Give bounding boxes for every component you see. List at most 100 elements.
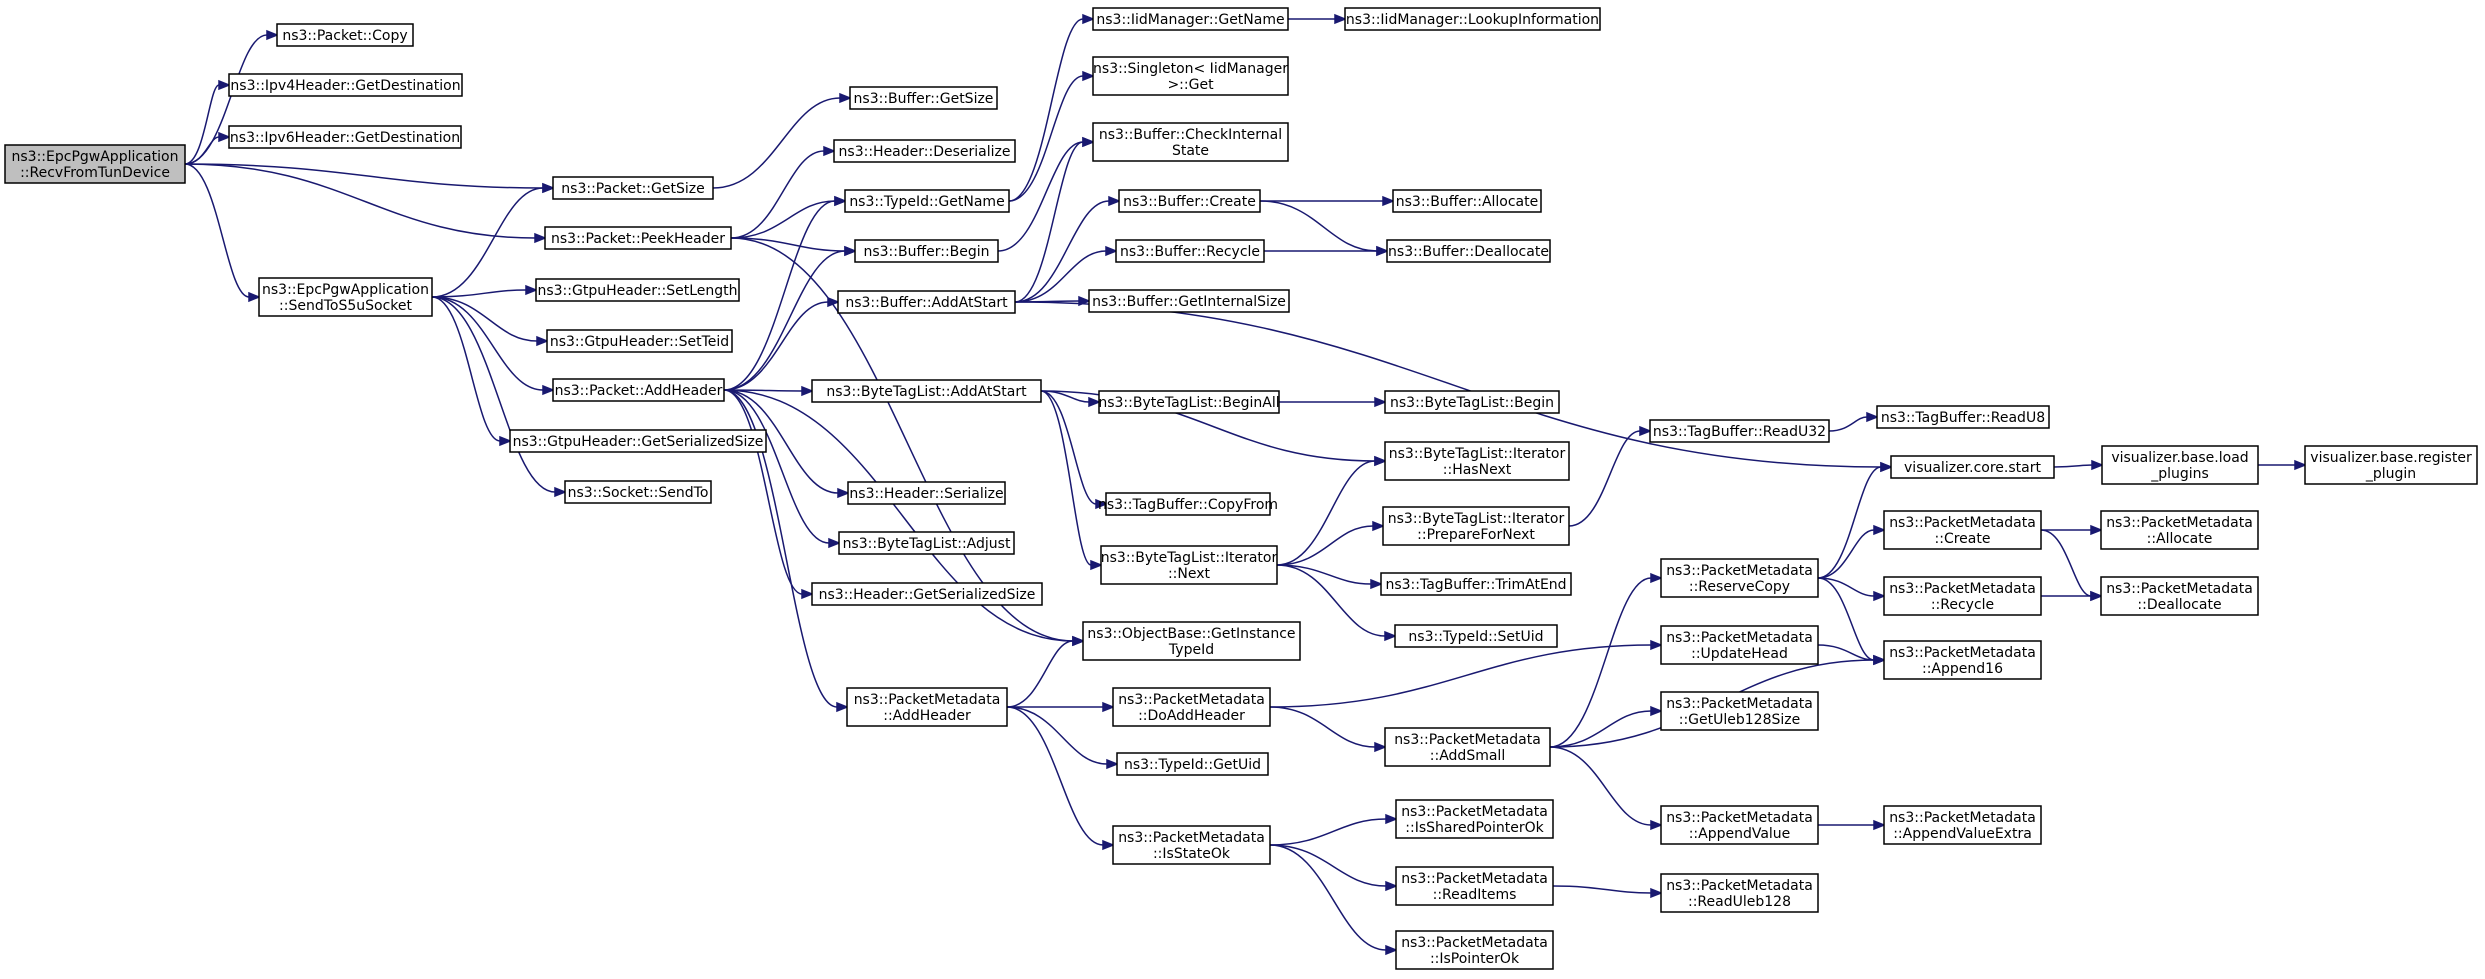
node-ns3-packetmetadata-ispointerok[interactable]: ns3::PacketMetadata::IsPointerOk (1395, 930, 1554, 970)
node-ns3-tagbuffer-trimatend[interactable]: ns3::TagBuffer::TrimAtEnd (1380, 572, 1572, 596)
edge-line (1269, 844, 1387, 951)
node-ns3-buffer-recycle[interactable]: ns3::Buffer::Recycle (1115, 239, 1265, 263)
edge-n22-to-n35 (1040, 390, 1109, 510)
node-box (1384, 727, 1551, 767)
node-box (1876, 405, 2050, 429)
node-ns3-packet-copy[interactable]: ns3::Packet::Copy (276, 23, 414, 47)
node-box (844, 189, 1010, 213)
node-ns3-bytetaglist-beginall[interactable]: ns3::ByteTagList::BeginAll (1098, 390, 1280, 414)
node-ns3-iidmanager-lookupinformation[interactable]: ns3::IidManager::LookupInformation (1344, 7, 1601, 31)
edge-arrowhead (1105, 245, 1119, 257)
node-ns3-packetmetadata-deallocate[interactable]: ns3::PacketMetadata::Deallocate (2100, 576, 2259, 616)
node-ns3-packet-getsize[interactable]: ns3::Packet::GetSize (552, 176, 714, 200)
edge-n50-to-n54 (1817, 577, 1887, 602)
node-box (1105, 492, 1271, 516)
node-ns3-buffer-create[interactable]: ns3::Buffer::Create (1118, 189, 1261, 213)
node-ns3-buffer-begin[interactable]: ns3::Buffer::Begin (854, 239, 999, 263)
node-ns3-typeid-getuid[interactable]: ns3::TypeId::GetUid (1116, 752, 1269, 776)
node-visualizer-core-start[interactable]: visualizer.core.start (1890, 455, 2055, 479)
node-layer: ns3::EpcPgwApplication::RecvFromTunDevic… (4, 7, 2478, 970)
node-ns3-iidmanager-getname[interactable]: ns3::IidManager::GetName (1092, 7, 1289, 31)
node-ns3-packetmetadata-addsmall[interactable]: ns3::PacketMetadata::AddSmall (1384, 727, 1551, 767)
edge-line (1006, 640, 1074, 708)
edge-line (1006, 706, 1104, 846)
node-ns3-packetmetadata-create[interactable]: ns3::PacketMetadata::Create (1883, 510, 2042, 550)
node-ns3-packetmetadata-issharedpointerok[interactable]: ns3::PacketMetadata::IsSharedPointerOk (1395, 799, 1554, 839)
edge-line (712, 97, 841, 189)
node-ns3-ipv6header-getdestination[interactable]: ns3::Ipv6Header::GetDestination (228, 125, 462, 149)
edge-arrowhead (1866, 411, 1880, 423)
node-ns3-socket-sendto[interactable]: ns3::Socket::SendTo (564, 480, 712, 504)
node-box (1883, 640, 2042, 680)
node-ns3-bytetaglist-iterator-next[interactable]: ns3::ByteTagList::Iterator::Next (1100, 545, 1278, 585)
node-ns3-epcpgwapplication-recvfromtundevice[interactable]: ns3::EpcPgwApplication::RecvFromTunDevic… (4, 144, 186, 184)
node-ns3-bytetaglist-iterator-preparefornext[interactable]: ns3::ByteTagList::Iterator::PrepareForNe… (1382, 506, 1570, 546)
edge-arrowhead (536, 335, 550, 347)
node-ns3-packetmetadata-readuleb128[interactable]: ns3::PacketMetadata::ReadUleb128 (1660, 873, 1819, 913)
node-ns3-packet-peekheader[interactable]: ns3::Packet::PeekHeader (544, 226, 732, 250)
node-ns3-singleton-iidmanager-get[interactable]: ns3::Singleton< IidManager >::Get (1092, 56, 1289, 96)
node-ns3-tagbuffer-readu8[interactable]: ns3::TagBuffer::ReadU8 (1876, 405, 2050, 429)
node-label: ::AddHeader (883, 708, 971, 724)
node-label: ::IsPointerOk (1430, 951, 1520, 967)
edge-line (2053, 464, 2093, 468)
node-ns3-typeid-setuid[interactable]: ns3::TypeId::SetUid (1394, 624, 1558, 648)
node-ns3-buffer-getinternalsize[interactable]: ns3::Buffer::GetInternalSize (1088, 289, 1290, 313)
node-ns3-typeid-getname[interactable]: ns3::TypeId::GetName (844, 189, 1010, 213)
edge-arrowhead (834, 195, 848, 207)
node-ns3-packetmetadata-getuleb128size[interactable]: ns3::PacketMetadata::GetUleb128Size (1660, 691, 1819, 731)
node-label: ns3::Buffer::GetInternalSize (1092, 294, 1286, 310)
node-ns3-tagbuffer-copyfrom[interactable]: ns3::TagBuffer::CopyFrom (1098, 492, 1278, 516)
edge-arrowhead (1384, 630, 1398, 642)
node-ns3-header-getserializedsize[interactable]: ns3::Header::GetSerializedSize (811, 582, 1043, 606)
node-ns3-buffer-deallocate[interactable]: ns3::Buffer::Deallocate (1386, 239, 1551, 263)
node-visualizer-base-load-plugins[interactable]: visualizer.base.load_plugins (2101, 445, 2259, 485)
edge-arrowhead (1082, 13, 1096, 25)
node-box (1660, 625, 1819, 665)
node-ns3-packetmetadata-reservecopy[interactable]: ns3::PacketMetadata::ReserveCopy (1660, 558, 1819, 598)
edge-n6-to-n16 (431, 284, 539, 298)
node-ns3-buffer-getsize[interactable]: ns3::Buffer::GetSize (849, 86, 998, 110)
node-ns3-packetmetadata-appendvalueextra[interactable]: ns3::PacketMetadata::AppendValueExtra (1883, 805, 2042, 845)
node-ns3-ipv4header-getdestination[interactable]: ns3::Ipv4Header::GetDestination (228, 73, 463, 97)
node-ns3-packetmetadata-readitems[interactable]: ns3::PacketMetadata::ReadItems (1395, 866, 1554, 906)
node-ns3-packetmetadata-updatehead[interactable]: ns3::PacketMetadata::UpdateHead (1660, 625, 1819, 665)
node-box (838, 531, 1015, 555)
node-ns3-header-deserialize[interactable]: ns3::Header::Deserialize (833, 139, 1016, 163)
node-visualizer-base-register-plugin[interactable]: visualizer.base.register_plugin (2304, 445, 2478, 485)
edge-arrowhead (2091, 459, 2105, 471)
node-label: ns3::Buffer::Create (1123, 194, 1256, 210)
node-ns3-buffer-addatstart[interactable]: ns3::Buffer::AddAtStart (837, 290, 1016, 314)
node-label: ns3::PacketMetadata (1666, 630, 1813, 646)
node-ns3-bytetaglist-adjust[interactable]: ns3::ByteTagList::Adjust (838, 531, 1015, 555)
node-ns3-packetmetadata-append16[interactable]: ns3::PacketMetadata::Append16 (1883, 640, 2042, 680)
edge-line (1269, 844, 1387, 887)
node-ns3-packetmetadata-appendvalue[interactable]: ns3::PacketMetadata::AppendValue (1660, 805, 1819, 845)
node-ns3-buffer-allocate[interactable]: ns3::Buffer::Allocate (1392, 189, 1542, 213)
edge-line (1269, 706, 1376, 748)
node-ns3-gtpuheader-getserializedsize[interactable]: ns3::GtpuHeader::GetSerializedSize (509, 429, 767, 453)
node-ns3-tagbuffer-readu32[interactable]: ns3::TagBuffer::ReadU32 (1649, 419, 1830, 443)
node-ns3-epcpgwapplication-sendtos5usocket[interactable]: ns3::EpcPgwApplication::SendToS5uSocket (258, 277, 433, 317)
node-ns3-packet-addheader[interactable]: ns3::Packet::AddHeader (552, 378, 725, 402)
edge-arrowhead (837, 487, 851, 499)
edge-arrowhead (1873, 524, 1887, 536)
node-label: ns3::Socket::SendTo (568, 485, 709, 501)
edge-arrowhead (1639, 425, 1653, 437)
node-ns3-gtpuheader-setteid[interactable]: ns3::GtpuHeader::SetTeid (546, 329, 733, 353)
node-ns3-bytetaglist-begin[interactable]: ns3::ByteTagList::Begin (1384, 390, 1560, 414)
node-label: ns3::Ipv6Header::GetDestination (230, 130, 460, 146)
node-ns3-header-serialize[interactable]: ns3::Header::Serialize (847, 481, 1006, 505)
node-ns3-packetmetadata-addheader[interactable]: ns3::PacketMetadata::AddHeader (846, 687, 1008, 727)
node-ns3-packetmetadata-allocate[interactable]: ns3::PacketMetadata::Allocate (2100, 510, 2259, 550)
node-ns3-gtpuheader-setlength[interactable]: ns3::GtpuHeader::SetLength (535, 278, 740, 302)
node-ns3-packetmetadata-recycle[interactable]: ns3::PacketMetadata::Recycle (1883, 576, 2042, 616)
edge-line (184, 136, 220, 165)
node-ns3-bytetaglist-addatstart[interactable]: ns3::ByteTagList::AddAtStart (811, 379, 1042, 403)
node-ns3-bytetaglist-iterator-hasnext[interactable]: ns3::ByteTagList::Iterator::HasNext (1384, 441, 1570, 481)
node-ns3-packetmetadata-doaddheader[interactable]: ns3::PacketMetadata::DoAddHeader (1112, 687, 1271, 727)
node-ns3-packetmetadata-isstateok[interactable]: ns3::PacketMetadata::IsStateOk (1112, 825, 1271, 865)
edge-arrowhead (1880, 461, 1894, 473)
